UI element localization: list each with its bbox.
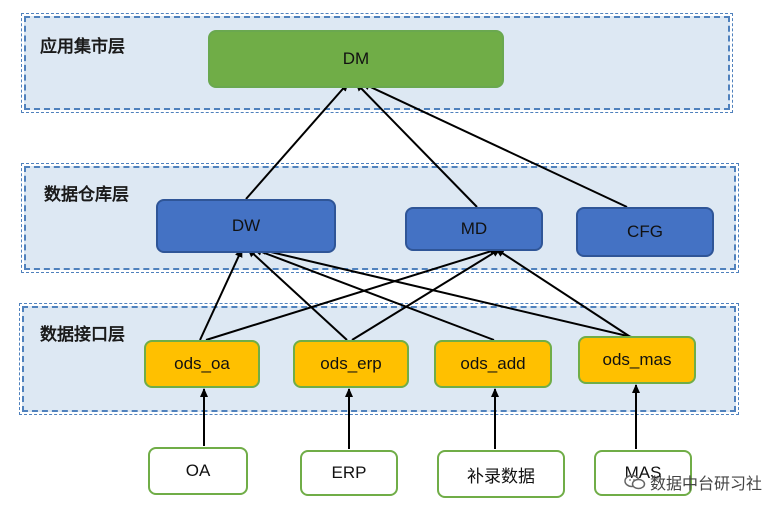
arrow-md-dm bbox=[355, 82, 478, 208]
node-ods-mas[interactable]: ods_mas bbox=[578, 336, 696, 384]
node-ods-erp[interactable]: ods_erp bbox=[293, 340, 409, 388]
layer-label-interface: 数据接口层 bbox=[40, 325, 125, 345]
arrow-odsadd-dw bbox=[253, 248, 495, 341]
arrow-odsoa-md bbox=[205, 247, 499, 341]
arrow-odserp-dw bbox=[247, 248, 348, 341]
node-dw[interactable]: DW bbox=[156, 199, 336, 253]
node-ods-add[interactable]: ods_add bbox=[434, 340, 552, 388]
node-erp[interactable]: ERP bbox=[300, 450, 398, 496]
watermark: 数据中台研习社 bbox=[624, 470, 762, 494]
arrow-dw-dm bbox=[245, 82, 349, 200]
layer-label-mart: 应用集市层 bbox=[40, 37, 125, 57]
layer-label-warehouse: 数据仓库层 bbox=[44, 185, 129, 205]
watermark-text: 数据中台研习社 bbox=[649, 474, 762, 493]
arrow-cfg-dm bbox=[361, 82, 628, 208]
node-ods-oa[interactable]: ods_oa bbox=[144, 340, 260, 388]
arrow-odsmas-md bbox=[495, 248, 633, 339]
node-dm[interactable]: DM bbox=[208, 30, 504, 88]
node-mas[interactable]: MAS bbox=[594, 450, 692, 496]
arrow-odsoa-dw bbox=[199, 248, 243, 341]
arrow-odserp-md bbox=[351, 248, 501, 341]
node-cfg[interactable]: CFG bbox=[576, 207, 714, 257]
arrow-odsmas-dw bbox=[257, 246, 637, 339]
node-oa[interactable]: OA bbox=[148, 447, 248, 495]
node-md[interactable]: MD bbox=[405, 207, 543, 251]
wechat-icon bbox=[624, 474, 646, 490]
node-supplement[interactable]: 补录数据 bbox=[437, 450, 565, 498]
